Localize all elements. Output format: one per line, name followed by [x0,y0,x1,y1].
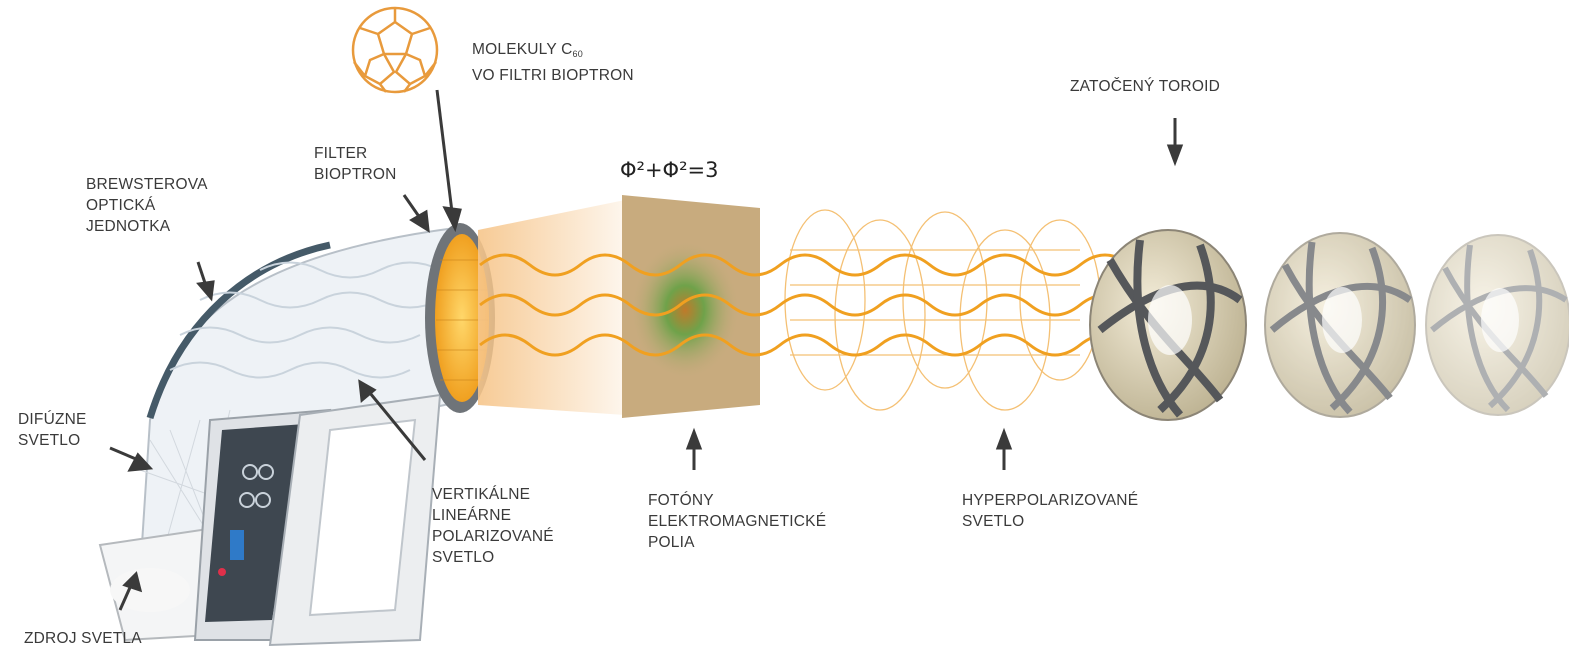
label-filter-line2: BIOPTRON [314,164,397,185]
bioptron-device [100,223,495,645]
toroid-3 [1426,235,1569,415]
label-vertical-line2: LINEÁRNE [432,505,554,526]
label-c60-line2: VO FILTRI BIOPTRON [472,65,634,86]
label-light-source: ZDROJ SVETLA [24,628,142,649]
label-vertical-line3: POLARIZOVANÉ [432,526,554,547]
label-photons: FOTÓNY ELEKTROMAGNETICKÉ POLIA [648,490,826,553]
label-brewster-line2: OPTICKÁ [86,195,208,216]
label-hyper-line2: SVETLO [962,511,1138,532]
label-photons-line2: ELEKTROMAGNETICKÉ [648,511,826,532]
light-beam [478,200,625,415]
toroid-2 [1265,233,1415,417]
label-diffuse-line1: DIFÚZNE [18,409,87,430]
label-filter-line1: FILTER [314,143,397,164]
label-photons-line1: FOTÓNY [648,490,826,511]
label-c60-molecules: MOLEKULY C60 VO FILTRI BIOPTRON [472,39,634,86]
label-brewster: BREWSTEROVA OPTICKÁ JEDNOTKA [86,174,208,237]
em-field-panel [622,195,760,418]
label-diffuse-line2: SVETLO [18,430,87,451]
label-toroid: ZATOČENÝ TOROID [1070,76,1220,97]
label-vertical-line4: SVETLO [432,547,554,568]
label-c60-line1: MOLEKULY C [472,41,573,58]
label-diffuse: DIFÚZNE SVETLO [18,409,87,451]
label-filter: FILTER BIOPTRON [314,143,397,185]
label-photons-line3: POLIA [648,532,826,553]
hyperpolarized-waves [785,210,1100,410]
label-vertical-polarized: VERTIKÁLNE LINEÁRNE POLARIZOVANÉ SVETLO [432,484,554,568]
label-hyper-line1: HYPERPOLARIZOVANÉ [962,490,1138,511]
formula: Φ²+Φ²=3 [620,158,718,182]
label-brewster-line3: JEDNOTKA [86,216,208,237]
label-hyperpolarized: HYPERPOLARIZOVANÉ SVETLO [962,490,1138,532]
label-c60-subscript: 60 [573,49,583,59]
c60-molecule [353,8,437,92]
label-vertical-line1: VERTIKÁLNE [432,484,554,505]
toroid-1 [1090,230,1246,420]
label-brewster-line1: BREWSTEROVA [86,174,208,195]
